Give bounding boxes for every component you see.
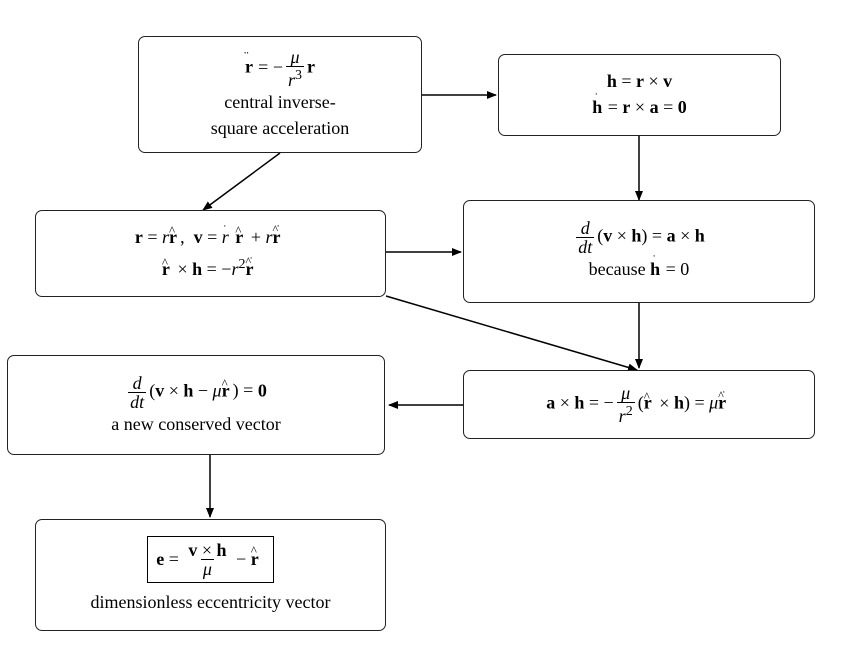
- equation-h-def: h = r × v: [606, 71, 673, 91]
- text-conserved: a new conserved vector: [111, 413, 281, 434]
- node-polar: r = rr^, v = r˙ r^ + rr^̇ r^ × h = −r2r^…: [35, 210, 386, 297]
- text-accel-line1: central inverse-: [224, 92, 336, 112]
- node-angmom: h = r × v h˙ = r × a = 0: [498, 54, 781, 136]
- arrow-polar-to-axh: [385, 295, 638, 372]
- text-ecc: dimensionless eccentricity vector: [90, 591, 331, 612]
- text-accel-line2: square acceleration: [210, 118, 350, 138]
- arrow-accel-to-polar: [202, 152, 281, 211]
- text-because: because: [588, 259, 646, 279]
- equation-rhat-cross-h: r^ × h = −r2r^̇: [161, 253, 254, 279]
- equation-polar: r = rr^, v = r˙ r^ + rr^̇: [134, 221, 281, 247]
- text-dvh-reason: because h˙ = 0: [588, 252, 690, 279]
- equation-hdot: h˙ = r × a = 0: [592, 90, 687, 117]
